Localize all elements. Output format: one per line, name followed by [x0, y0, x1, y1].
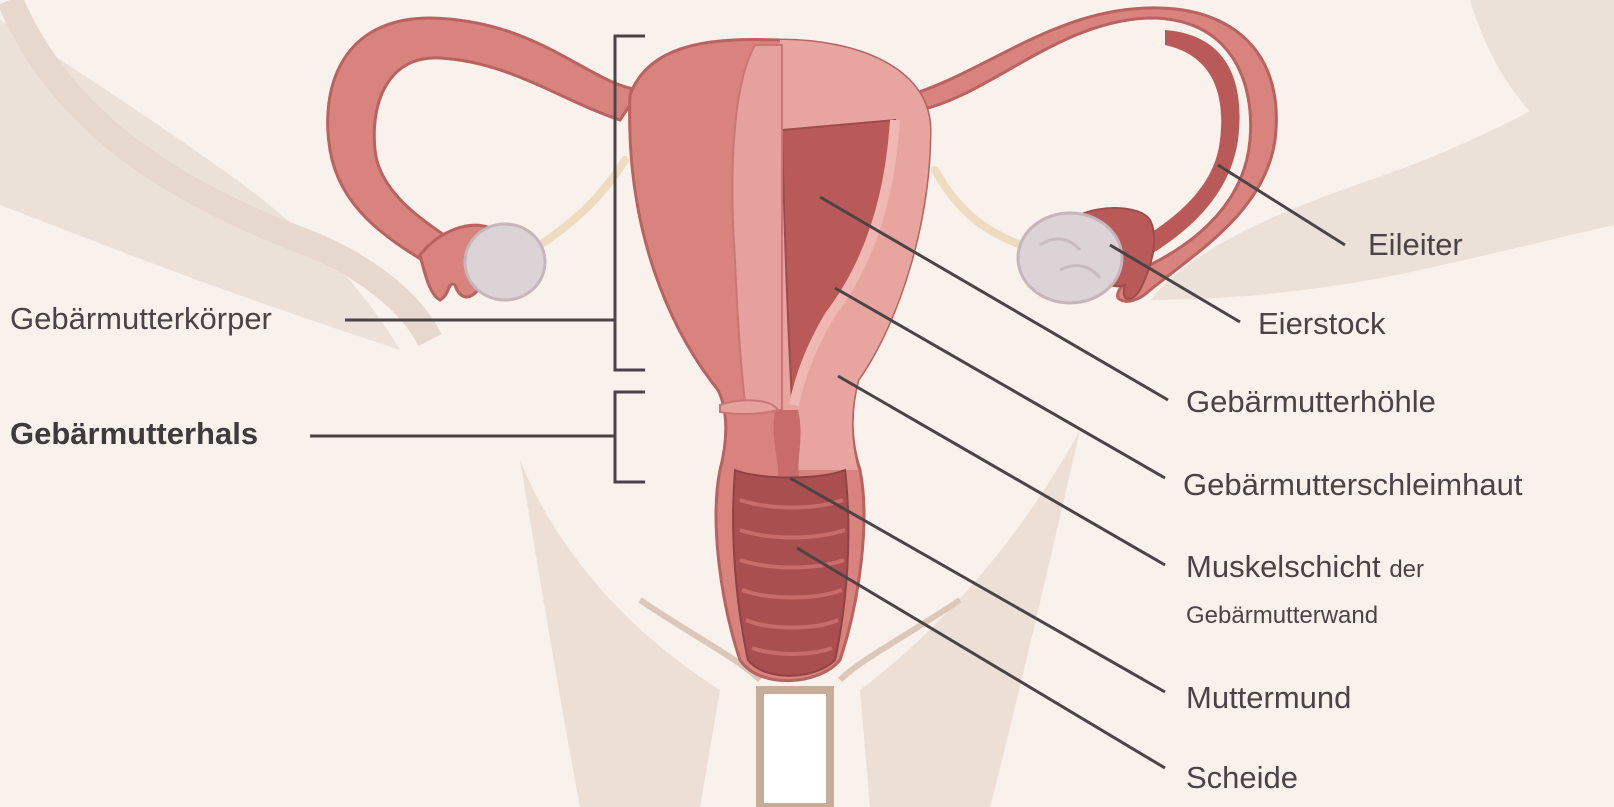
left-ovary [465, 224, 545, 300]
cervix-bracket [615, 392, 645, 482]
label-muscle-main: Muskelschicht [1186, 549, 1381, 584]
label-muscle: Muskelschicht der [1186, 551, 1424, 582]
label-endometrium: Gebärmutterschleimhaut [1183, 469, 1522, 500]
pelvis-lower-right [860, 430, 1080, 807]
leader-muscle [838, 376, 1165, 565]
label-muscle-small1: der [1389, 556, 1424, 583]
label-vagina: Scheide [1186, 762, 1298, 793]
right-ligament [935, 170, 1030, 248]
label-cervix: Gebärmutterhals [10, 418, 258, 449]
label-tube: Eileiter [1368, 229, 1463, 260]
label-muscle-line2: Gebärmutterwand [1186, 604, 1378, 628]
right-ovary [1018, 213, 1122, 303]
label-cavity: Gebärmutterhöhle [1186, 386, 1436, 417]
label-corpus: Gebärmutterkörper [10, 303, 272, 334]
uterus [630, 40, 930, 681]
myometrium-strip [732, 45, 782, 410]
label-ovary: Eierstock [1258, 308, 1385, 339]
label-os: Muttermund [1186, 682, 1351, 713]
vaginal-opening-outline [760, 690, 830, 807]
left-ligament [540, 160, 625, 245]
leader-endometrium [835, 288, 1165, 478]
